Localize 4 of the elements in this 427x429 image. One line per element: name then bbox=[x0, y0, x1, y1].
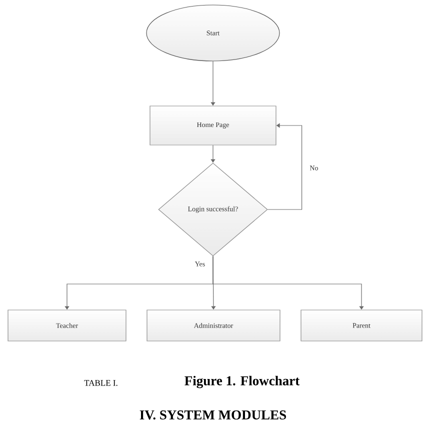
table-label: TABLE I. bbox=[84, 380, 118, 386]
arrow bbox=[268, 123, 302, 210]
caption: Figure 1. Flowchart bbox=[184, 376, 300, 388]
section-heading: IV. SYSTEM MODULES bbox=[140, 410, 286, 420]
